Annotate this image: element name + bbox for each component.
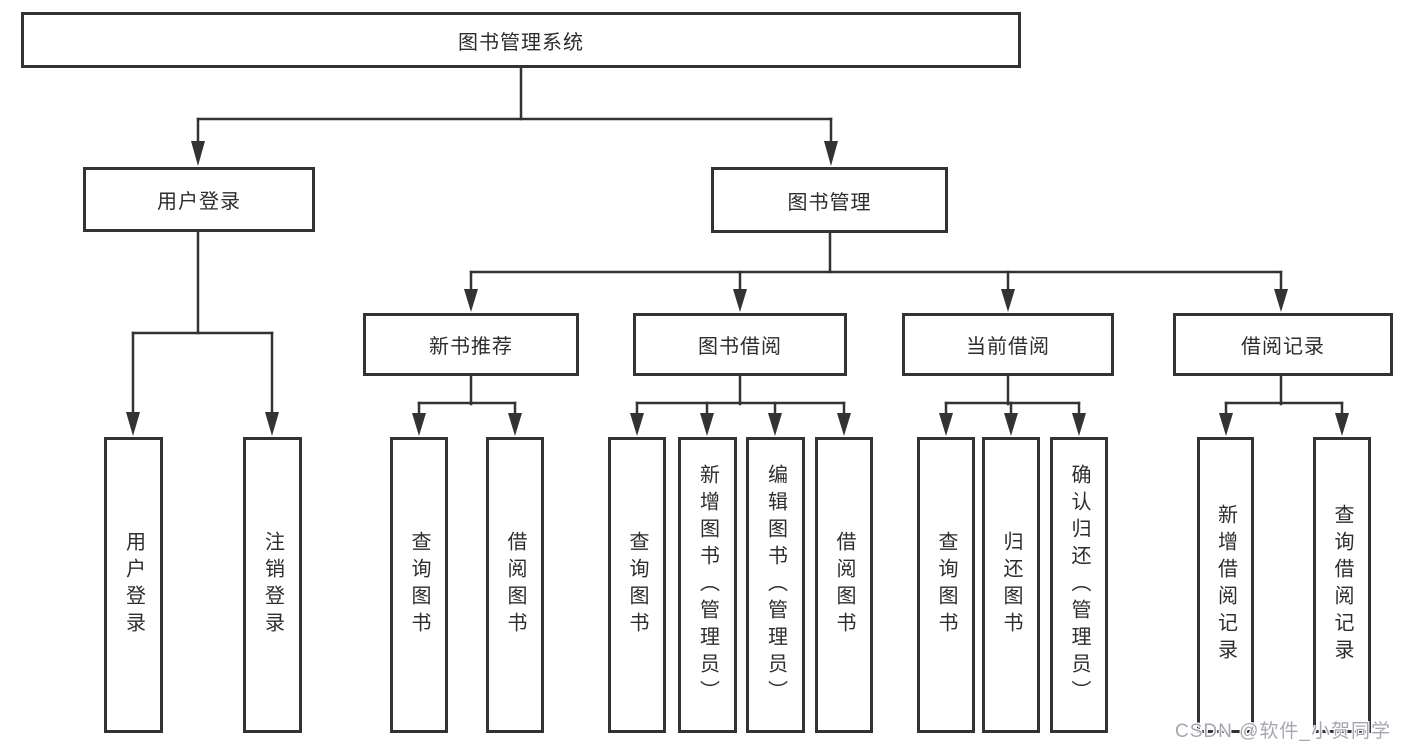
- leaf-query-books-current: 查询图书: [917, 437, 975, 733]
- leaf-query-borrow-record: 查询借阅记录: [1313, 437, 1371, 733]
- leaf-query-books-borrow: 查询图书: [608, 437, 666, 733]
- leaf-add-book-admin-label: 新增图书（管理员）: [696, 463, 719, 707]
- leaf-query-books-recommend: 查询图书: [390, 437, 448, 733]
- node-user-login-label: 用户登录: [157, 191, 241, 213]
- arrowheads: [126, 141, 1349, 436]
- leaf-borrow-books-recommend: 借阅图书: [486, 437, 544, 733]
- leaf-borrow-books: 借阅图书: [815, 437, 873, 733]
- leaf-query-books-recommend-label: 查询图书: [408, 531, 430, 639]
- node-borrow-records-label: 借阅记录: [1241, 336, 1325, 358]
- node-book-management: 图书管理: [711, 167, 948, 233]
- node-root-label: 图书管理系统: [458, 31, 584, 54]
- leaf-borrow-books-recommend-label: 借阅图书: [504, 531, 526, 639]
- leaf-logout: 注销登录: [243, 437, 302, 733]
- csdn-watermark: CSDN @软件_小贺同学: [1175, 721, 1391, 742]
- leaf-logout-label: 注销登录: [261, 531, 284, 639]
- node-root: 图书管理系统: [21, 12, 1021, 68]
- node-new-book-recommend: 新书推荐: [363, 313, 579, 376]
- leaf-return-book: 归还图书: [982, 437, 1040, 733]
- leaf-query-books-current-label: 查询图书: [935, 531, 957, 639]
- leaf-edit-book-admin: 编辑图书（管理员）: [746, 437, 805, 733]
- leaf-confirm-return-admin: 确认归还（管理员）: [1050, 437, 1108, 733]
- leaf-query-borrow-record-label: 查询借阅记录: [1331, 504, 1353, 666]
- node-current-borrow-label: 当前借阅: [966, 336, 1050, 358]
- leaf-confirm-return-admin-label: 确认归还（管理员）: [1068, 463, 1090, 707]
- leaf-edit-book-admin-label: 编辑图书（管理员）: [764, 463, 787, 707]
- node-borrow-records: 借阅记录: [1173, 313, 1393, 376]
- leaf-add-borrow-record: 新增借阅记录: [1197, 437, 1254, 733]
- node-book-management-label: 图书管理: [787, 191, 872, 214]
- leaf-borrow-books-label: 借阅图书: [833, 531, 855, 639]
- node-book-borrow: 图书借阅: [633, 313, 847, 376]
- leaf-user-login-label: 用户登录: [122, 531, 145, 639]
- leaf-add-book-admin: 新增图书（管理员）: [678, 437, 737, 733]
- node-book-borrow-label: 图书借阅: [698, 336, 782, 358]
- leaf-return-book-label: 归还图书: [1000, 531, 1022, 639]
- leaf-user-login: 用户登录: [104, 437, 163, 733]
- leaf-add-borrow-record-label: 新增借阅记录: [1214, 504, 1237, 666]
- node-user-login: 用户登录: [83, 167, 315, 232]
- node-current-borrow: 当前借阅: [902, 313, 1114, 376]
- leaf-query-books-borrow-label: 查询图书: [626, 531, 648, 639]
- node-new-book-recommend-label: 新书推荐: [429, 336, 513, 358]
